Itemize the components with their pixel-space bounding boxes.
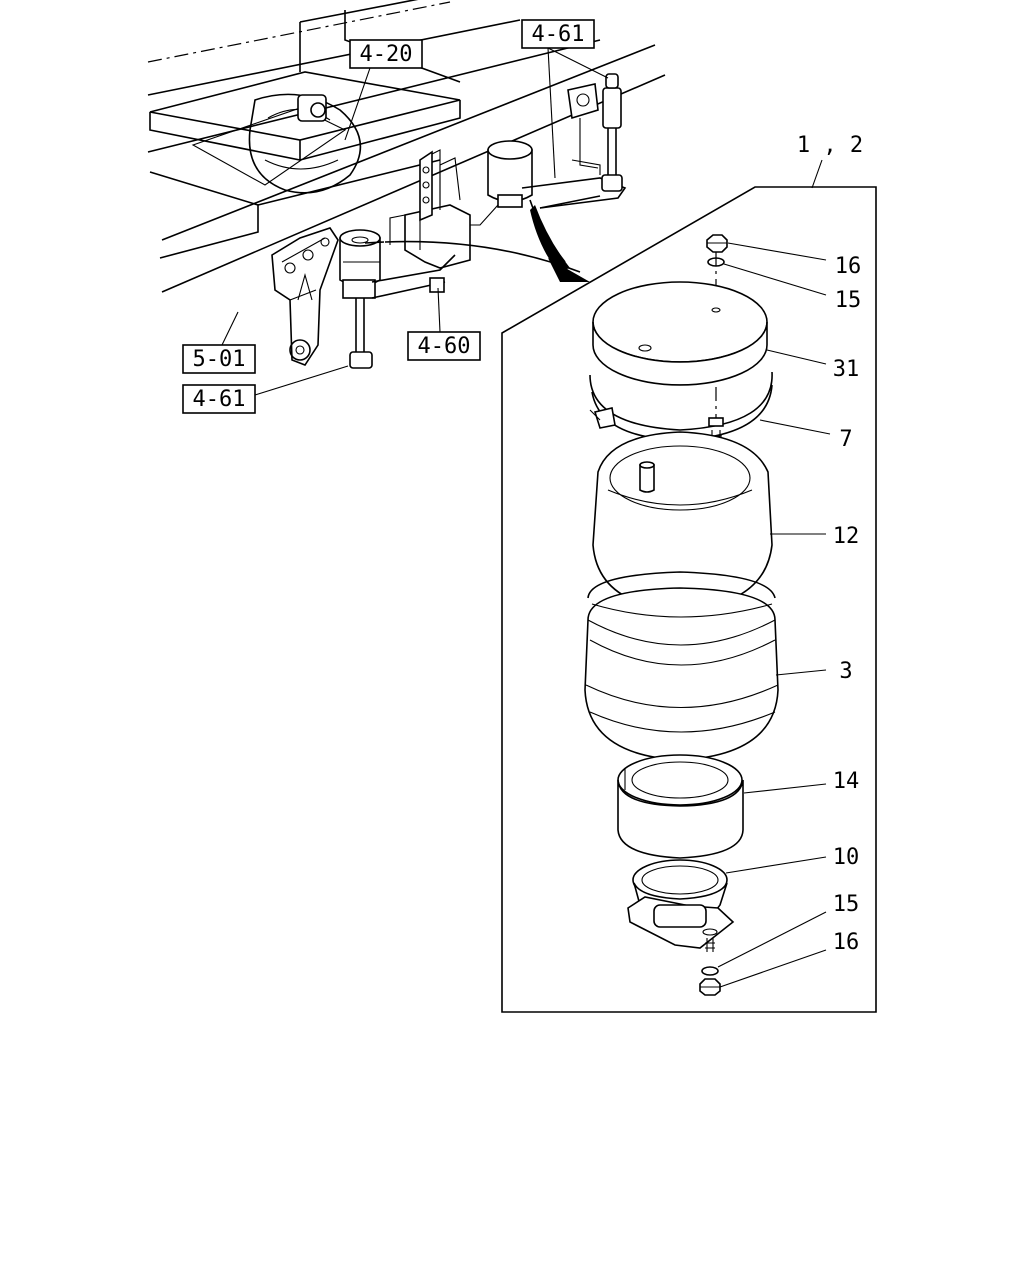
exploded-parts	[584, 234, 779, 996]
ref-label: 4-60	[418, 334, 471, 359]
ref-label: 4-61	[193, 387, 246, 412]
callout-3: 3	[775, 659, 853, 684]
nut-icon	[699, 978, 721, 996]
trailing-arm	[371, 149, 471, 299]
transfer-arrow	[364, 199, 590, 282]
washer-icon	[707, 257, 725, 267]
right-shock-absorber	[567, 73, 623, 192]
callout-10: 10	[725, 845, 860, 874]
nut-icon	[706, 234, 728, 253]
reference-box-5-01: 5-01	[182, 311, 256, 374]
hanger-bracket	[271, 227, 339, 366]
base	[627, 859, 735, 952]
callout-label: 7	[839, 427, 852, 452]
detail-panel: 1 , 2	[501, 133, 877, 1013]
right-air-spring	[470, 140, 627, 226]
washer-icon	[701, 966, 719, 976]
callout-15-bottom: 15	[717, 892, 860, 968]
ref-label: 5-01	[193, 347, 246, 372]
callouts: 16 15 31 7 12 3 14 10	[717, 242, 862, 988]
callout-label: 10	[833, 845, 860, 870]
callout-16-bottom: 16	[719, 930, 860, 988]
callout-14: 14	[743, 769, 860, 794]
callout-label: 31	[833, 357, 860, 382]
left-air-spring	[339, 229, 381, 369]
upper-bellows	[592, 431, 773, 611]
reference-box-4-61-top: 4-61	[521, 19, 609, 179]
callout-label: 12	[833, 524, 860, 549]
ref-label: 4-61	[532, 22, 585, 47]
callout-label: 16	[833, 930, 860, 955]
callout-label: 15	[833, 892, 860, 917]
reference-box-4-61-bottom: 4-61	[182, 365, 349, 414]
piston	[617, 754, 744, 859]
callout-label: 15	[835, 288, 862, 313]
chassis-frame	[147, 0, 666, 293]
lower-bellows	[584, 571, 779, 761]
callout-31: 31	[766, 349, 860, 382]
callout-12: 12	[770, 524, 859, 549]
top-plate	[592, 281, 768, 386]
ref-label: 4-20	[360, 42, 413, 67]
callout-label: 14	[833, 769, 860, 794]
callout-label: 3	[839, 659, 852, 684]
reference-box-4-60: 4-60	[407, 287, 481, 361]
callout-15-top: 15	[723, 263, 862, 313]
callout-16-top: 16	[727, 242, 862, 279]
reference-box-4-20: 4-20	[344, 39, 423, 141]
callout-label: 16	[835, 254, 862, 279]
assembly-ref-label: 1 , 2	[797, 133, 863, 158]
callout-7: 7	[759, 419, 853, 452]
